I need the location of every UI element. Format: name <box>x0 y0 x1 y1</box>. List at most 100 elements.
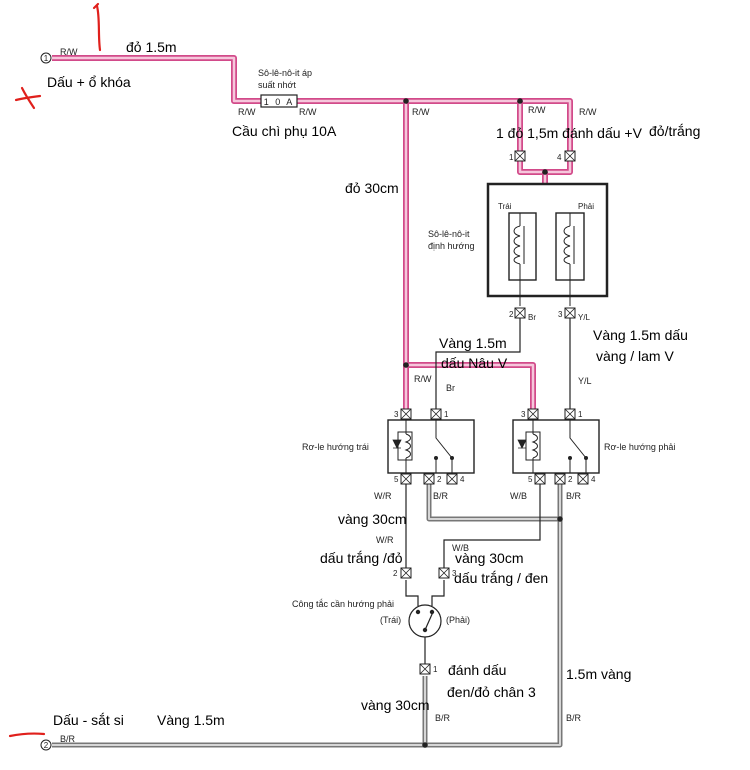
ground-wires <box>52 480 563 748</box>
left-relay-label: Rơ-le hướng trái <box>302 442 369 452</box>
svg-text:1: 1 <box>509 153 514 162</box>
svg-text:2: 2 <box>568 475 573 484</box>
svg-text:R/W: R/W <box>412 107 430 117</box>
svg-text:vàng 30cm: vàng 30cm <box>361 697 429 713</box>
solenoid-pin-2: 2 <box>509 307 526 319</box>
left-relay-pin-5: 5 <box>394 473 412 485</box>
direction-switch <box>408 604 442 638</box>
svg-text:vàng 30cm: vàng 30cm <box>455 550 523 566</box>
svg-text:2: 2 <box>44 741 49 750</box>
svg-text:2: 2 <box>509 310 514 319</box>
right-relay-pin-3: 3 <box>521 408 539 420</box>
svg-text:4: 4 <box>591 475 596 484</box>
right-relay-label: Rơ-le hướng phải <box>604 442 675 452</box>
svg-text:1: 1 <box>578 410 583 419</box>
svg-text:R/W: R/W <box>414 374 432 384</box>
svg-text:4: 4 <box>460 475 465 484</box>
svg-text:Br: Br <box>446 383 455 393</box>
svg-text:Vàng 1.5m dấu: Vàng 1.5m dấu <box>593 327 688 343</box>
svg-text:3: 3 <box>521 410 526 419</box>
svg-text:đỏ/trắng: đỏ/trắng <box>649 123 700 139</box>
svg-text:B/R: B/R <box>566 491 582 501</box>
svg-text:dấu trắng / đen: dấu trắng / đen <box>454 570 548 586</box>
wire-codes: R/W R/W R/W R/W R/W R/W Br Y/L R/W Br Y/… <box>60 47 597 744</box>
svg-text:Dấu - sắt si: Dấu - sắt si <box>53 712 124 728</box>
svg-text:3: 3 <box>452 569 457 578</box>
right-relay <box>512 419 600 474</box>
svg-text:1 đỏ 1,5m đánh dấu +V: 1 đỏ 1,5m đánh dấu +V <box>496 125 643 141</box>
svg-text:1: 1 <box>444 410 449 419</box>
left-relay-pin-3: 3 <box>394 408 412 420</box>
svg-text:B/R: B/R <box>566 713 582 723</box>
svg-text:đen/đỏ chân 3: đen/đỏ chân 3 <box>447 684 536 700</box>
svg-text:vàng / lam V: vàng / lam V <box>596 348 674 364</box>
svg-text:đỏ 30cm: đỏ 30cm <box>345 180 399 196</box>
svg-text:1 0 A: 1 0 A <box>264 97 295 107</box>
red-marks <box>8 2 102 738</box>
directional-solenoid <box>486 182 609 306</box>
svg-text:Dấu + ổ khóa: Dấu + ổ khóa <box>47 74 131 90</box>
left-coil-label: Trái <box>498 202 512 211</box>
svg-text:R/W: R/W <box>238 107 256 117</box>
right-coil-label: Phải <box>578 202 594 211</box>
right-relay-pin-4: 4 <box>577 473 596 485</box>
svg-text:Y/L: Y/L <box>578 376 592 386</box>
switch-label: Công tắc cần hướng phải <box>292 599 394 609</box>
svg-text:Vàng 1.5m: Vàng 1.5m <box>439 335 507 351</box>
svg-text:B/R: B/R <box>60 734 76 744</box>
terminal-2: 2 <box>40 739 52 751</box>
svg-text:5: 5 <box>394 475 399 484</box>
terminal-1: 1 <box>40 52 52 64</box>
svg-text:dấu Nâu V: dấu Nâu V <box>441 355 508 371</box>
svg-text:3: 3 <box>394 410 399 419</box>
right-relay-pin-5: 5 <box>528 473 546 485</box>
svg-text:Br: Br <box>528 313 536 322</box>
switch-pin-1: 1 <box>419 663 438 675</box>
solenoid-pin-1: 1 <box>509 150 526 162</box>
svg-text:vàng 30cm: vàng 30cm <box>338 511 406 527</box>
svg-text:đánh dấu: đánh dấu <box>448 662 506 678</box>
svg-text:Vàng 1.5m: Vàng 1.5m <box>157 712 225 728</box>
pressure-solenoid-label-2: suất nhớt <box>258 80 296 90</box>
svg-text:Y/L: Y/L <box>578 313 591 322</box>
svg-text:dấu trắng /đỏ: dấu trắng /đỏ <box>320 550 403 566</box>
svg-text:3: 3 <box>558 310 563 319</box>
svg-text:2: 2 <box>437 475 442 484</box>
svg-text:R/W: R/W <box>60 47 78 57</box>
svg-text:W/R: W/R <box>374 491 392 501</box>
left-relay-pin-4: 4 <box>446 473 465 485</box>
dir-solenoid-label: Sô-lê-nô-it <box>428 229 470 239</box>
svg-text:B/R: B/R <box>433 491 449 501</box>
svg-text:5: 5 <box>528 475 533 484</box>
svg-text:Cầu chì phụ 10A: Cầu chì phụ 10A <box>232 123 337 139</box>
switch-left-label: (Trái) <box>380 615 401 625</box>
svg-text:W/R: W/R <box>376 535 394 545</box>
svg-text:1.5m vàng: 1.5m vàng <box>566 666 631 682</box>
handwritten-notes: đỏ 1.5m Dấu + ổ khóa Cầu chì phụ 10A đỏ … <box>47 39 700 728</box>
svg-text:2: 2 <box>393 569 398 578</box>
svg-text:4: 4 <box>557 153 562 162</box>
right-relay-pin-1: 1 <box>564 408 583 420</box>
svg-text:R/W: R/W <box>299 107 317 117</box>
dir-solenoid-label-2: định hướng <box>428 241 474 251</box>
left-relay <box>387 419 475 474</box>
right-relay-pin-2: 2 <box>554 473 573 485</box>
svg-text:1: 1 <box>433 665 438 674</box>
signal-wires <box>403 98 571 748</box>
svg-text:R/W: R/W <box>579 107 597 117</box>
svg-text:R/W: R/W <box>528 105 546 115</box>
svg-text:1: 1 <box>44 54 49 63</box>
fuse-10a: 1 0 A <box>260 94 298 108</box>
switch-right-label: (Phải) <box>446 615 470 625</box>
solenoid-pin-4: 4 <box>557 150 576 162</box>
svg-text:đỏ 1.5m: đỏ 1.5m <box>126 39 177 55</box>
svg-text:W/B: W/B <box>452 543 469 553</box>
svg-text:W/B: W/B <box>510 491 527 501</box>
svg-text:B/R: B/R <box>435 713 451 723</box>
switch-pin-2: 2 <box>393 567 412 579</box>
pressure-solenoid-label: Sô-lê-nô-it áp <box>258 68 312 78</box>
left-relay-pin-1: 1 <box>430 408 449 420</box>
solenoid-pin-3: 3 <box>558 307 576 319</box>
left-relay-pin-2: 2 <box>423 473 442 485</box>
